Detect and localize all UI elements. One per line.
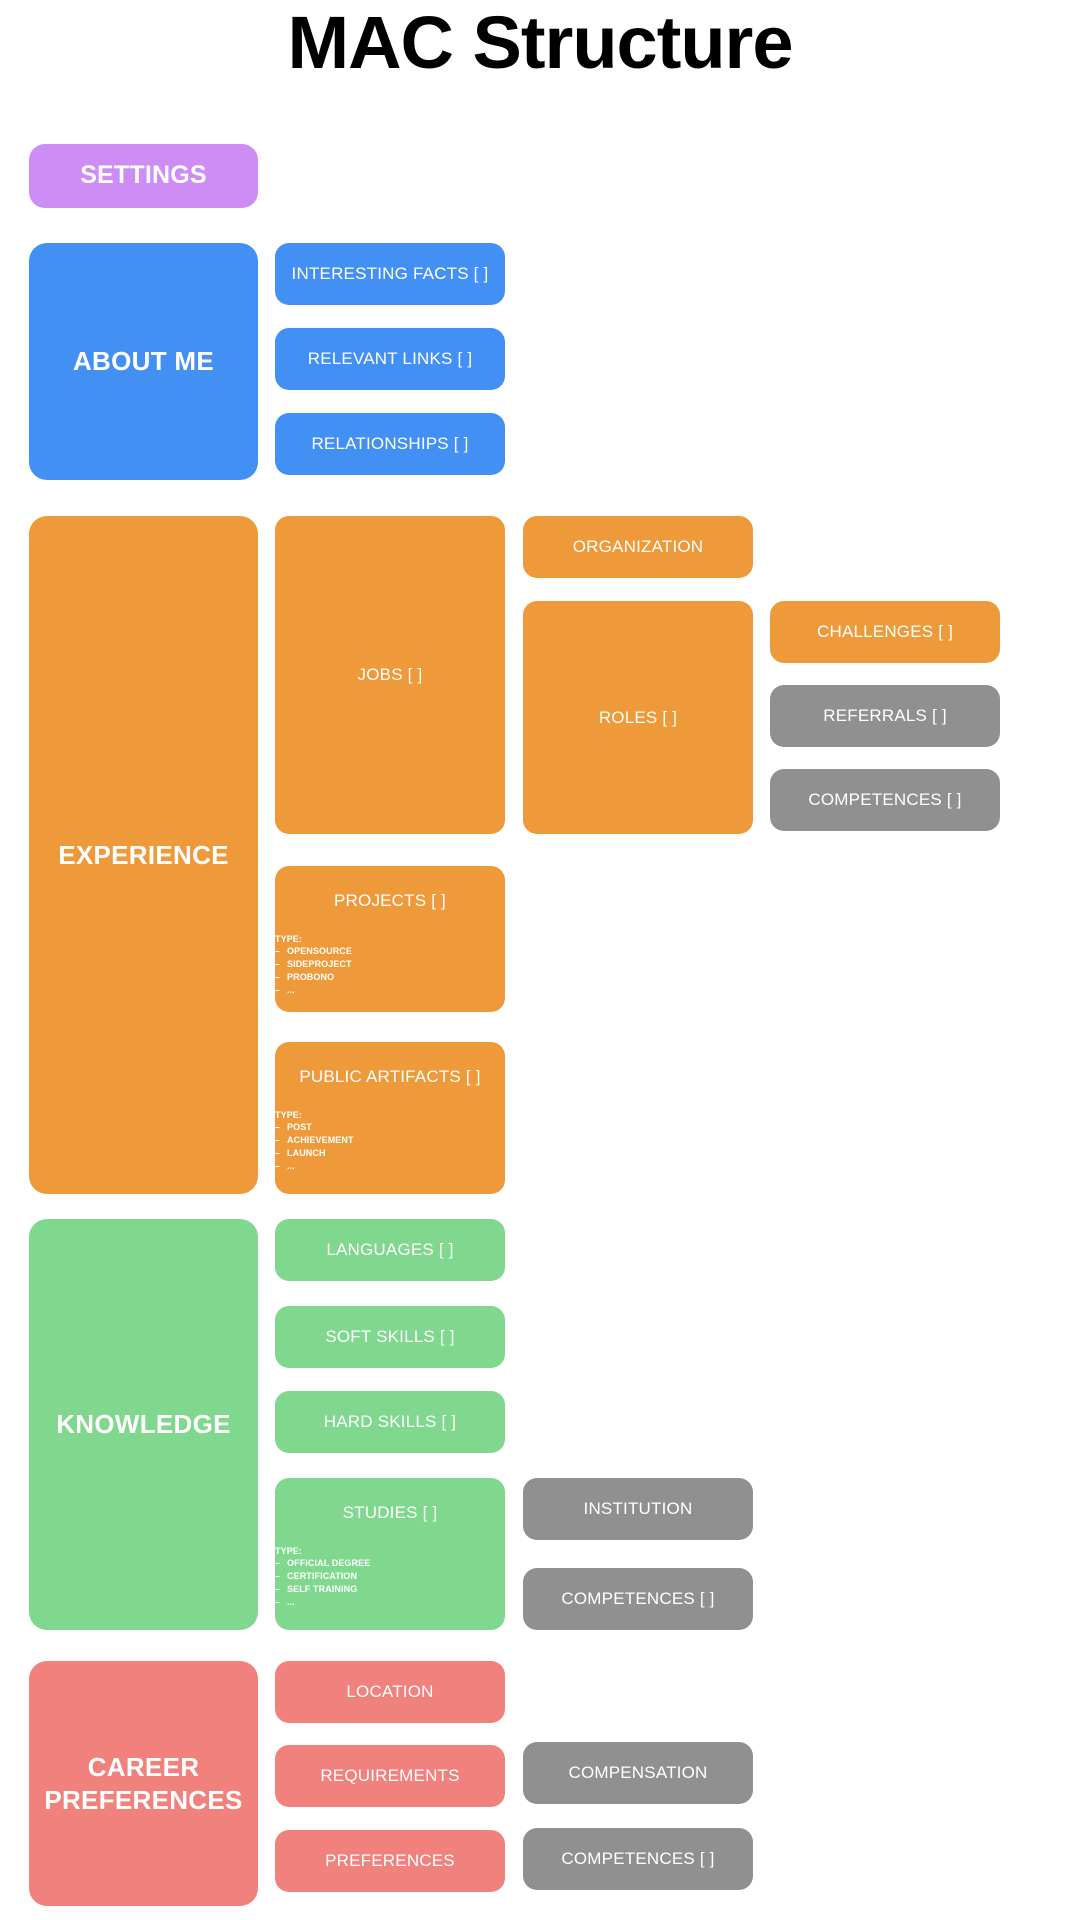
node-knowledge-competences[interactable]: COMPETENCES [ ]: [523, 1568, 753, 1630]
node-referrals[interactable]: REFERRALS [ ]: [770, 685, 1000, 747]
node-roles-label: ROLES [ ]: [598, 707, 678, 727]
node-compensation[interactable]: COMPENSATION: [523, 1742, 753, 1804]
node-languages-label: LANGUAGES [ ]: [326, 1240, 454, 1260]
type-item: –PROBONO: [275, 971, 335, 982]
type-item: –POST: [275, 1122, 312, 1133]
node-career-competences[interactable]: COMPETENCES [ ]: [523, 1828, 753, 1890]
node-interesting-facts-label: INTERESTING FACTS [ ]: [291, 264, 489, 284]
node-settings[interactable]: SETTINGS: [29, 144, 258, 208]
node-knowledge-competences-label: COMPETENCES [ ]: [561, 1589, 715, 1609]
node-studies-label: STUDIES [ ]: [342, 1503, 438, 1522]
node-compensation-label: COMPENSATION: [568, 1763, 708, 1783]
type-head: TYPE:: [275, 1109, 303, 1120]
node-experience-competences-label: COMPETENCES [ ]: [808, 790, 962, 810]
node-soft-skills[interactable]: SOFT SKILLS [ ]: [275, 1306, 505, 1368]
node-knowledge-label: KNOWLEDGE: [56, 1409, 231, 1440]
node-preferences-label: PREFERENCES: [325, 1851, 455, 1871]
node-about-me-label: ABOUT ME: [72, 346, 215, 377]
node-experience-label: EXPERIENCE: [58, 839, 229, 870]
node-interesting-facts[interactable]: INTERESTING FACTS [ ]: [275, 243, 505, 305]
node-projects[interactable]: PROJECTS [ ] TYPE: –OPENSOURCE –SIDEPROJ…: [275, 866, 505, 1012]
node-relationships[interactable]: RELATIONSHIPS [ ]: [275, 413, 505, 475]
node-challenges[interactable]: CHALLENGES [ ]: [770, 601, 1000, 663]
node-settings-label: SETTINGS: [80, 161, 207, 190]
node-soft-skills-label: SOFT SKILLS [ ]: [325, 1327, 455, 1347]
type-item: –...: [275, 1596, 295, 1607]
node-jobs[interactable]: JOBS [ ]: [275, 516, 505, 834]
node-location-label: LOCATION: [346, 1682, 434, 1702]
node-challenges-label: CHALLENGES [ ]: [816, 622, 953, 642]
node-about-me[interactable]: ABOUT ME: [29, 243, 258, 480]
node-preferences[interactable]: PREFERENCES: [275, 1830, 505, 1892]
node-hard-skills[interactable]: HARD SKILLS [ ]: [275, 1391, 505, 1453]
node-organization-label: ORGANIZATION: [572, 537, 704, 557]
node-public-artifacts[interactable]: PUBLIC ARTIFACTS [ ] TYPE: –POST –ACHIEV…: [275, 1042, 505, 1194]
node-relationships-label: RELATIONSHIPS [ ]: [311, 434, 469, 454]
type-item: –LAUNCH: [275, 1147, 326, 1158]
type-item: –CERTIFICATION: [275, 1571, 358, 1582]
node-career-competences-label: COMPETENCES [ ]: [561, 1849, 715, 1869]
type-item: –OPENSOURCE: [275, 946, 353, 957]
node-career-preferences-label: CAREER PREFERENCES: [44, 1752, 243, 1815]
node-languages[interactable]: LANGUAGES [ ]: [275, 1219, 505, 1281]
node-relevant-links-label: RELEVANT LINKS [ ]: [307, 349, 473, 369]
node-hard-skills-label: HARD SKILLS [ ]: [323, 1412, 457, 1432]
node-institution[interactable]: INSTITUTION: [523, 1478, 753, 1540]
type-head: TYPE:: [275, 1545, 303, 1556]
node-experience[interactable]: EXPERIENCE: [29, 516, 258, 1194]
node-public-artifacts-types: TYPE: –POST –ACHIEVEMENT –LAUNCH –...: [275, 1109, 505, 1173]
type-item: –SIDEPROJECT: [275, 959, 352, 970]
node-jobs-label: JOBS [ ]: [357, 665, 423, 685]
node-career-preferences[interactable]: CAREER PREFERENCES: [29, 1661, 258, 1906]
type-head: TYPE:: [275, 933, 303, 944]
node-projects-label: PROJECTS [ ]: [334, 891, 446, 910]
node-studies[interactable]: STUDIES [ ] TYPE: –OFFICIAL DEGREE –CERT…: [275, 1478, 505, 1630]
node-studies-types: TYPE: –OFFICIAL DEGREE –CERTIFICATION –S…: [275, 1545, 505, 1609]
node-relevant-links[interactable]: RELEVANT LINKS [ ]: [275, 328, 505, 390]
node-projects-types: TYPE: –OPENSOURCE –SIDEPROJECT –PROBONO …: [275, 933, 505, 997]
node-roles[interactable]: ROLES [ ]: [523, 601, 753, 834]
node-organization[interactable]: ORGANIZATION: [523, 516, 753, 578]
page-title: MAC Structure: [287, 1, 793, 84]
node-institution-label: INSTITUTION: [583, 1499, 693, 1519]
node-knowledge[interactable]: KNOWLEDGE: [29, 1219, 258, 1630]
node-referrals-label: REFERRALS [ ]: [823, 706, 947, 726]
type-item: –SELF TRAINING: [275, 1583, 358, 1594]
type-item: –...: [275, 1160, 295, 1171]
type-item: –...: [275, 984, 295, 995]
node-location[interactable]: LOCATION: [275, 1661, 505, 1723]
node-requirements-label: REQUIREMENTS: [320, 1766, 460, 1786]
type-item: –OFFICIAL DEGREE: [275, 1558, 371, 1569]
type-item: –ACHIEVEMENT: [275, 1135, 354, 1146]
node-experience-competences[interactable]: COMPETENCES [ ]: [770, 769, 1000, 831]
node-public-artifacts-label: PUBLIC ARTIFACTS [ ]: [299, 1067, 481, 1086]
node-requirements[interactable]: REQUIREMENTS: [275, 1745, 505, 1807]
